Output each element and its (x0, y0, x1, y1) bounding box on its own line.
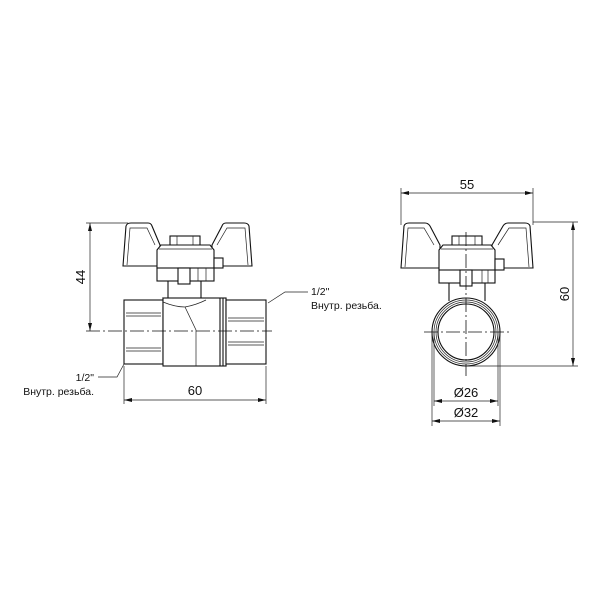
dimension-height-44: 44 (73, 222, 128, 331)
thread-text-left: Внутр. резьба. (23, 386, 94, 398)
thread-note-right: 1/2" Внутр. резьба. (267, 286, 382, 312)
dimension-height-60: 60 (466, 221, 578, 367)
side-view: 55 60 Ø26 Ø32 (400, 177, 578, 426)
thread-note-left: 1/2" Внутр. резьба. (23, 363, 125, 398)
butterfly-handle-side-icon (400, 222, 534, 301)
thread-size-left: 1/2" (76, 372, 95, 384)
dim-d32-label: Ø32 (454, 405, 479, 420)
dim-d26-label: Ø26 (454, 385, 479, 400)
butterfly-handle-icon (122, 222, 253, 300)
dim-44-label: 44 (73, 270, 88, 284)
thread-text-right: Внутр. резьба. (311, 300, 382, 312)
valve-body (123, 297, 267, 367)
pipe-cross-section (424, 232, 510, 376)
dimension-width-60: 60 (123, 366, 267, 404)
dim-60-label: 60 (188, 383, 202, 398)
thread-size-right: 1/2" (311, 286, 330, 298)
dim-55-label: 55 (460, 177, 474, 192)
dimension-diameter-32: Ø32 (431, 332, 501, 426)
dimension-width-55: 55 (400, 177, 534, 225)
dimension-diameter-26: Ø26 (433, 332, 499, 406)
front-view: 44 60 1/2" Внутр. резьба. 1/2" Внутр. ре… (23, 222, 382, 404)
dim-60-side-label: 60 (557, 287, 572, 301)
